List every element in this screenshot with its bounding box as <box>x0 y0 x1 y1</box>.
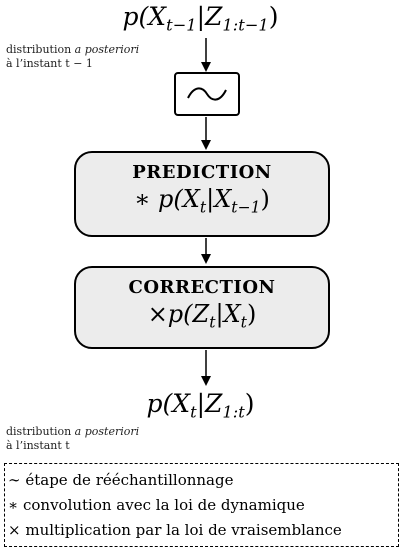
correction-box: CORRECTION ×p(Zt|Xt) <box>74 266 330 349</box>
prediction-formula: ∗ p(Xt|Xt−1) <box>134 185 270 217</box>
correction-formula: ×p(Zt|Xt) <box>147 300 257 332</box>
legend: ∼ étape de rééchantillonnage ∗ convoluti… <box>4 463 399 547</box>
legend-item-convolution: ∗ convolution avec la loi de dynamique <box>8 496 305 514</box>
correction-title: CORRECTION <box>128 277 276 298</box>
input-distribution-formula: p(Xt−1|Z1:t−1) <box>122 2 279 35</box>
legend-item-resampling: ∼ étape de rééchantillonnage <box>8 471 234 489</box>
legend-item-multiplication: × multiplication par la loi de vraisembl… <box>8 521 342 539</box>
output-distribution-formula: p(Xt|Z1:t) <box>146 389 255 422</box>
output-distribution-note: distribution a posteriori à l’instant t <box>6 425 140 452</box>
prediction-box: PREDICTION ∗ p(Xt|Xt−1) <box>74 151 330 237</box>
tilde-icon <box>187 87 227 101</box>
prediction-title: PREDICTION <box>132 162 272 183</box>
input-distribution-note: distribution a posteriori à l’instant t … <box>6 43 140 70</box>
resampling-box <box>174 72 240 116</box>
